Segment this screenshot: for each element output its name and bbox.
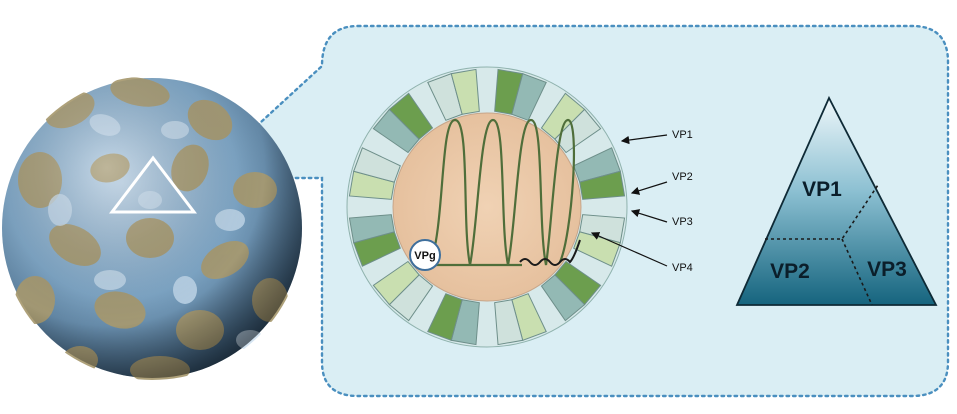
triangle-vp3-label: VP3 — [867, 258, 907, 281]
triangle-divider-b — [841, 238, 873, 306]
capsid-protein-tile — [511, 73, 547, 121]
vpg-marker — [409, 239, 441, 271]
capsid-protein-tile — [494, 299, 524, 346]
asymmetric-unit-triangle: VP1 VP2 VP3 — [735, 95, 938, 306]
triangle-shape — [735, 95, 938, 306]
capsid-cross-section: VPg — [346, 66, 628, 348]
capsid-protein-tile — [427, 293, 463, 341]
vp1-label: VP1 — [672, 129, 693, 141]
zoom-triangle-outline — [108, 155, 198, 214]
capsid-protein-tile — [554, 108, 602, 154]
rna-tail — [519, 239, 581, 266]
capsid-protein-tile — [388, 92, 434, 140]
capsid-protein-tile — [372, 260, 420, 306]
vp-labels: VP1 VP2 VP3 VP4 — [590, 129, 693, 274]
capsid-protein-tile — [348, 214, 395, 244]
triangle-vp1-label: VP1 — [802, 178, 842, 201]
vp4-label: VP4 — [672, 262, 693, 274]
triangle-vp2-label: VP2 — [770, 260, 810, 283]
virus-surface-texture — [2, 77, 302, 380]
triangle-divider-a — [765, 184, 879, 240]
vp3-label: VP3 — [672, 216, 693, 228]
capsid-protein-ring — [348, 68, 626, 346]
capsid-protein-tile — [353, 147, 401, 183]
vp2-label: VP2 — [672, 171, 693, 183]
capsid-protein-tile — [540, 274, 586, 322]
capsid-protein-tile — [450, 68, 480, 115]
vpg-label: VPg — [414, 250, 435, 262]
capsid-protein-tile — [579, 170, 626, 200]
virus-particle-image — [2, 77, 302, 380]
